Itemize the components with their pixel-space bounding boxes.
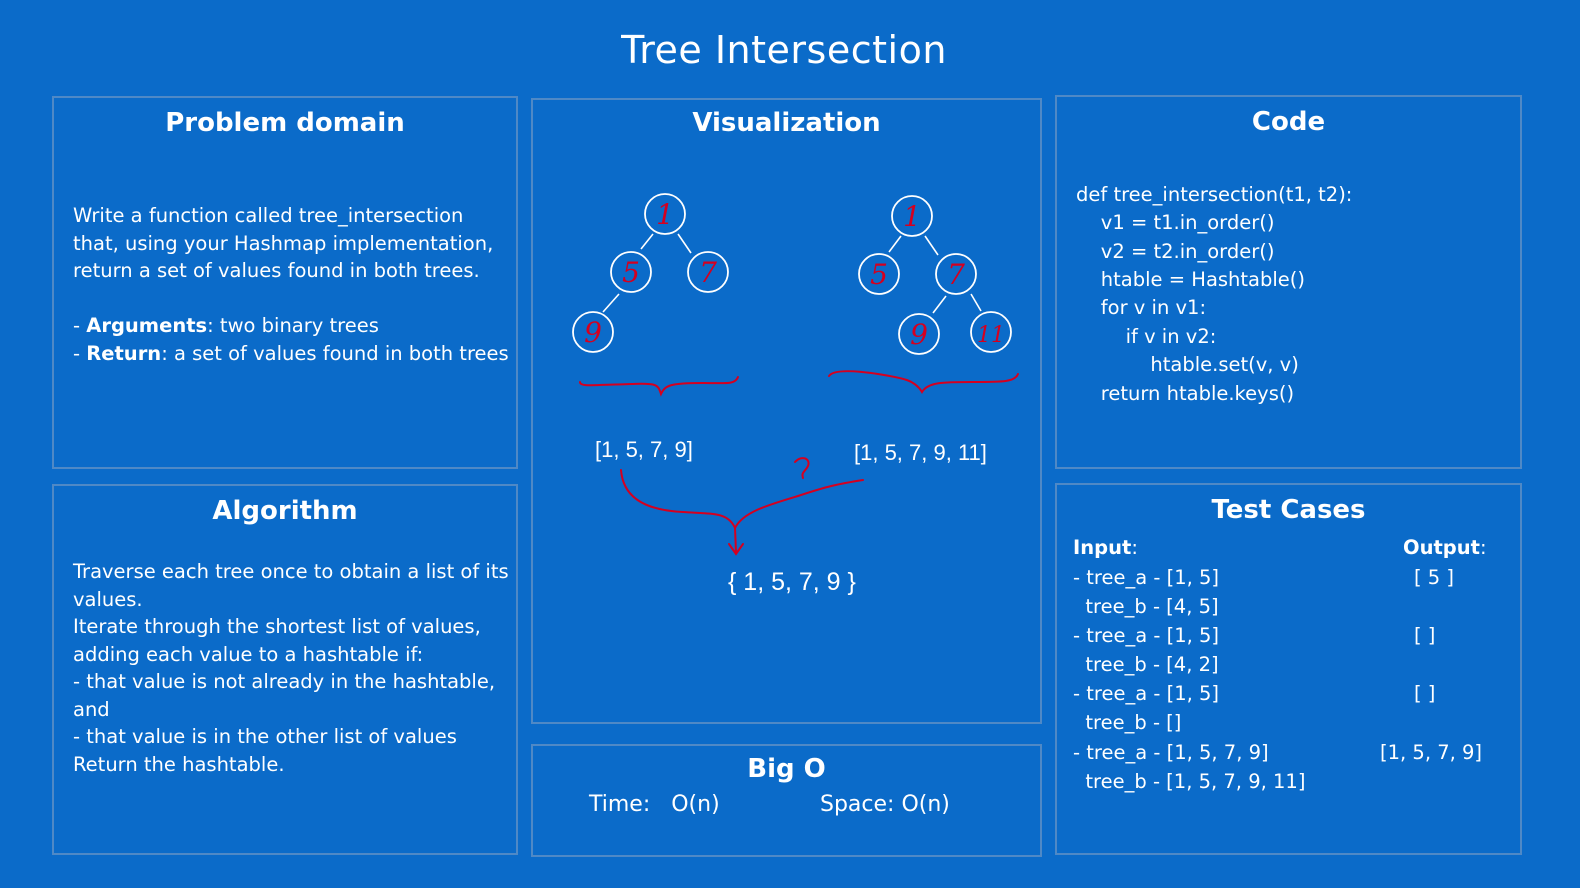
return-label: Return xyxy=(86,341,162,365)
tree-a-node-label: 7 xyxy=(699,256,717,289)
test-cases-heading: Test Cases xyxy=(1211,495,1366,525)
visualization-drawing: 1 5 7 9 1 5 7 9 11 [1, 5, 7, 9] [1, 5, 7… xyxy=(572,193,1019,596)
test-input-b: tree_b - [4, 5] xyxy=(1073,595,1219,618)
intersection-result: { 1, 5, 7, 9 } xyxy=(728,568,856,596)
page-title: Tree Intersection xyxy=(621,28,947,72)
test-input-b: tree_b - [] xyxy=(1073,711,1182,734)
tree-a-node xyxy=(687,251,729,293)
test-input-a: - tree_a - [1, 5] xyxy=(1073,624,1220,647)
code-heading: Code xyxy=(1251,107,1326,137)
merge-brace xyxy=(620,469,864,531)
input-header: Input: xyxy=(1073,536,1138,559)
code-line: if v in v2: xyxy=(1076,325,1217,348)
tree-a-node xyxy=(610,251,652,293)
code-line: htable.set(v, v) xyxy=(1076,353,1299,376)
tree-b-edge xyxy=(888,235,902,253)
arguments-line: - Arguments: two binary trees xyxy=(73,314,379,337)
return-line: - Return: a set of values found in both … xyxy=(73,341,509,365)
tree-b-node-label: 7 xyxy=(947,258,965,291)
test-input-a: - tree_a - [1, 5] xyxy=(1073,566,1220,589)
problem-domain-panel: Problem domain Write a function called t… xyxy=(52,96,518,469)
test-input-a: - tree_a - [1, 5] xyxy=(1073,682,1220,705)
tree-a-edge xyxy=(640,233,654,250)
output-header: Output: xyxy=(1403,536,1487,559)
code-line: return htable.keys() xyxy=(1076,382,1295,405)
algorithm-line: Traverse each tree once to obtain a list… xyxy=(73,560,509,611)
tree-b-node xyxy=(891,195,933,237)
algorithm-heading: Algorithm xyxy=(212,496,358,526)
problem-description: Write a function called tree_intersectio… xyxy=(73,204,494,282)
algorithm-body: Traverse each tree once to obtain a list… xyxy=(73,558,513,778)
tree-a-node xyxy=(572,311,614,353)
big-o-heading: Big O xyxy=(747,754,826,784)
algorithm-line: - that value is not already in the hasht… xyxy=(73,670,496,721)
tree-a-edge xyxy=(677,233,692,254)
tree-b-node-label: 11 xyxy=(977,323,1005,348)
tree-b-edge xyxy=(924,235,939,256)
test-output: [ ] xyxy=(1414,682,1436,705)
tree-b-node-label: 5 xyxy=(870,258,888,291)
code-line: for v in v1: xyxy=(1076,296,1207,319)
tree-b-node-label: 9 xyxy=(910,318,928,351)
merge-arrow xyxy=(728,527,744,556)
test-output: [ ] xyxy=(1414,624,1436,647)
tree-a-edge xyxy=(602,293,620,313)
tree-b-edge xyxy=(970,293,982,312)
tree-a-brace xyxy=(579,376,739,397)
algorithm-line: - that value is in the other list of val… xyxy=(73,725,457,748)
code-line: def tree_intersection(t1, t2): xyxy=(1076,183,1353,206)
tree-b-node xyxy=(898,313,940,355)
tree-b-node xyxy=(858,253,900,295)
code-line: v2 = t2.in_order() xyxy=(1076,240,1275,263)
tree-b-node xyxy=(935,253,977,295)
tree-a-node-label: 1 xyxy=(656,198,674,231)
tree-a-node-label: 9 xyxy=(584,316,602,349)
output-label: Output xyxy=(1403,536,1480,559)
question-mark-stroke xyxy=(794,457,810,479)
test-input-b: tree_b - [4, 2] xyxy=(1073,653,1219,676)
time-complexity: Time: O(n) xyxy=(589,792,720,817)
tree-a-node xyxy=(644,193,686,235)
code-panel: Code def tree_intersection(t1, t2): v1 =… xyxy=(1055,95,1522,469)
tree-b-node xyxy=(970,311,1012,353)
algorithm-line: Return the hashtable. xyxy=(73,752,285,776)
algorithm-line: Iterate through the shortest list of val… xyxy=(73,615,481,666)
tree-b-values: [1, 5, 7, 9, 11] xyxy=(854,440,987,465)
algorithm-panel: Algorithm Traverse each tree once to obt… xyxy=(52,484,518,855)
test-cases-panel: Test Cases Input: Output: - tree_a - [1,… xyxy=(1055,483,1522,855)
test-input-a: - tree_a - [1, 5, 7, 9] xyxy=(1073,741,1269,764)
visualization-heading: Visualization xyxy=(692,108,881,138)
code-line: htable = Hashtable() xyxy=(1076,268,1306,291)
visualization-panel: Visualization 1 5 xyxy=(531,98,1042,724)
tree-b-brace xyxy=(828,370,1019,394)
problem-domain-heading: Problem domain xyxy=(165,108,405,138)
tree-a-values: [1, 5, 7, 9] xyxy=(595,437,693,462)
big-o-panel: Big O Time: O(n) Space: O(n) xyxy=(531,744,1042,857)
arguments-label: Arguments xyxy=(86,314,208,337)
tree-b-node-label: 1 xyxy=(903,200,921,233)
problem-domain-body: Write a function called tree_intersectio… xyxy=(73,202,513,367)
test-output: [1, 5, 7, 9] xyxy=(1380,741,1483,764)
test-input-b: tree_b - [1, 5, 7, 9, 11] xyxy=(1073,770,1306,793)
input-label: Input xyxy=(1073,536,1132,559)
return-text: : a set of values found in both trees xyxy=(161,341,509,365)
tree-a-node-label: 5 xyxy=(622,256,640,289)
arguments-text: : two binary trees xyxy=(207,314,379,337)
code-line: v1 = t1.in_order() xyxy=(1076,211,1275,234)
tree-b-edge xyxy=(932,295,947,314)
space-complexity: Space: O(n) xyxy=(820,792,950,817)
test-output: [ 5 ] xyxy=(1414,566,1455,589)
